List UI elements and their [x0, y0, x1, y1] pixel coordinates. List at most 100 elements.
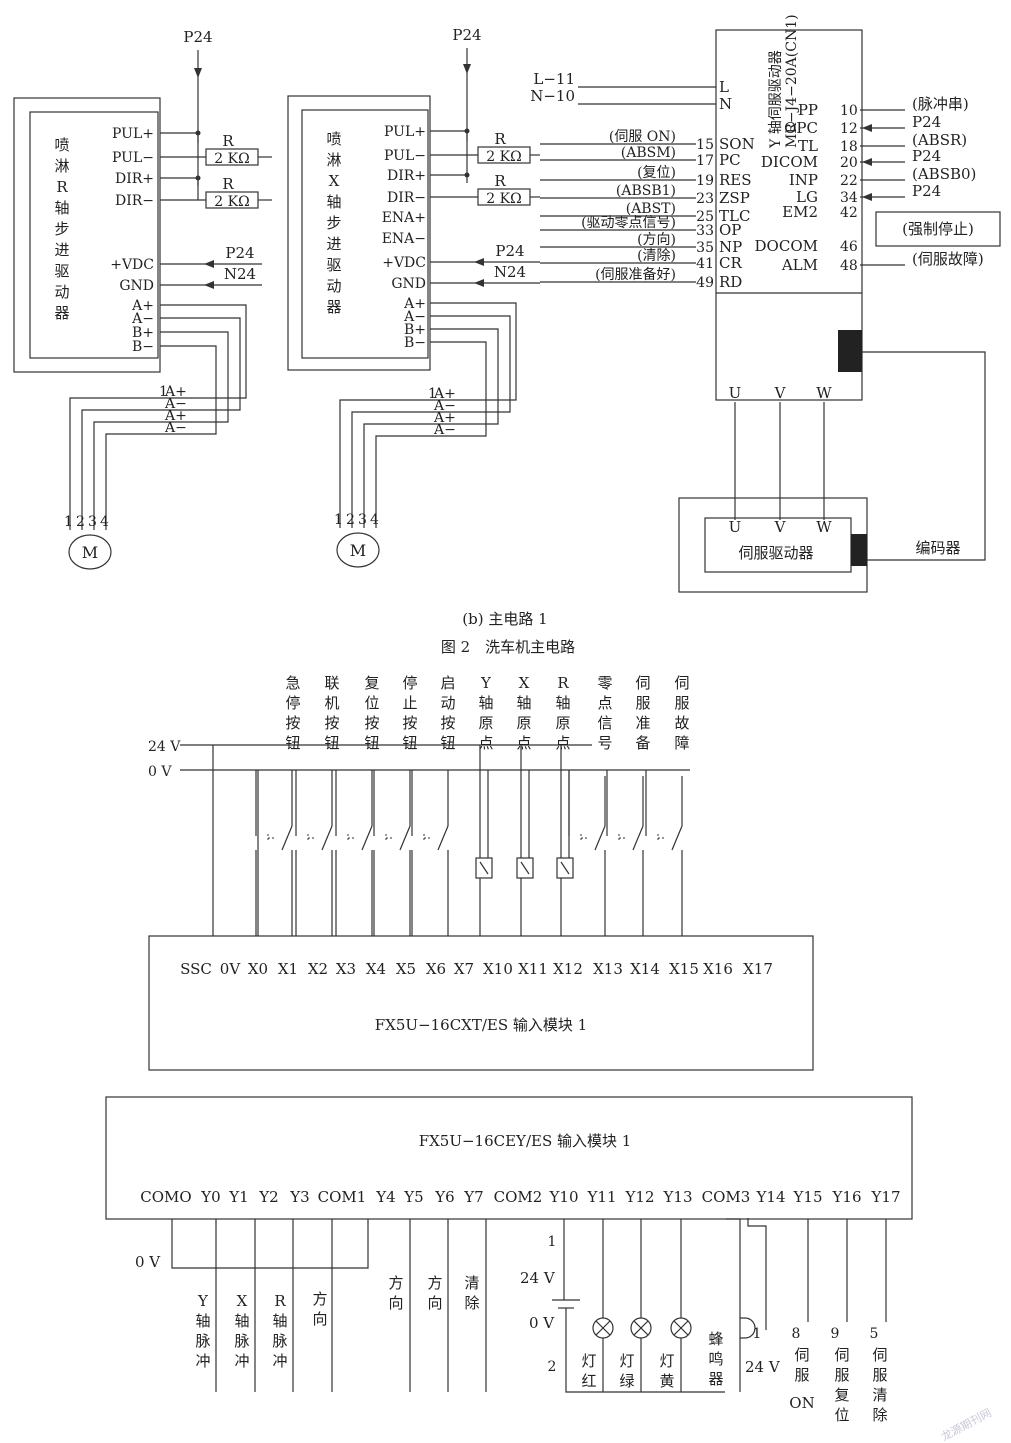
supply-24v: 24 V [520, 1269, 556, 1287]
svg-text:按: 按 [402, 714, 417, 732]
input-terminal: X2 [308, 960, 328, 978]
power-net: N−10 [530, 87, 575, 105]
coil-label: A− [433, 398, 456, 414]
svg-text:轴: 轴 [195, 1312, 210, 1330]
coil-label: A+ [433, 386, 456, 402]
servo-signal: (伺服 ON) [609, 129, 676, 145]
svg-text:伺: 伺 [794, 1346, 809, 1364]
motor-pin: 3 [358, 512, 367, 528]
input-terminal: SSC [180, 960, 212, 978]
svg-text:方: 方 [388, 1274, 403, 1292]
svg-text:向: 向 [312, 1310, 327, 1328]
output-label: 方向 [312, 1290, 327, 1328]
proximity-sensor [556, 857, 574, 879]
input-terminal: X7 [454, 960, 474, 978]
buzzer-label: 蜂鸣器 [708, 1330, 723, 1388]
servo-pin: ALM [781, 256, 818, 274]
motor-symbol: M [350, 541, 366, 560]
servo-signal: P24 [912, 147, 941, 165]
servo-signal: (清除) [637, 248, 676, 264]
svg-text:按: 按 [285, 714, 300, 732]
svg-text:Y: Y [197, 1292, 209, 1310]
output-terminal: Y4 [375, 1188, 395, 1206]
resistor-value: 2 KΩ [214, 194, 249, 210]
servo-output-label: 伺服 [794, 1346, 809, 1384]
resistor [205, 191, 259, 209]
svg-text:淋: 淋 [54, 157, 69, 175]
lamp-label: 灯红 [581, 1352, 596, 1390]
svg-text:向: 向 [388, 1294, 403, 1312]
servo-signal: (ABSR) [912, 131, 967, 149]
input-0v-label: 0 V [148, 764, 172, 780]
output-module-name: FX5U−16CEY/ES 输入模块 1 [419, 1132, 632, 1150]
svg-text:X: X [519, 674, 530, 692]
supply-node: 2 [548, 1359, 557, 1375]
servo-title: Y 轴伺服驱动器 [768, 50, 784, 149]
svg-text:脉: 脉 [195, 1332, 210, 1350]
svg-text:轴: 轴 [478, 694, 493, 712]
svg-text:脉: 脉 [272, 1332, 287, 1350]
servo-motor-label: 伺服驱动器 [738, 544, 813, 562]
input-terminal: X0 [248, 960, 268, 978]
svg-text:点: 点 [597, 694, 612, 712]
svg-text:喷: 喷 [326, 130, 341, 148]
servo-pin-num: 48 [840, 258, 858, 274]
motor-phase: U [729, 518, 742, 536]
output-terminal: Y10 [549, 1188, 579, 1206]
device-label: 伺服准备 [635, 674, 650, 752]
input-terminal: X1 [278, 960, 298, 978]
svg-text:蜂: 蜂 [708, 1330, 723, 1348]
svg-text:器: 器 [54, 304, 69, 322]
svg-text:冲: 冲 [234, 1352, 249, 1370]
servo-signal: (ABSB1) [616, 183, 676, 199]
svg-text:X: X [237, 1292, 248, 1310]
motor-pin: 3 [88, 514, 97, 530]
output-terminal: Y15 [793, 1188, 823, 1206]
svg-text:喷: 喷 [54, 136, 69, 154]
resistor-value: 2 KΩ [486, 191, 521, 207]
output-terminal: COMO [140, 1188, 191, 1206]
svg-text:急: 急 [285, 674, 300, 692]
supply-label: N24 [494, 263, 526, 281]
svg-text:步: 步 [326, 214, 341, 232]
supply-label: P24 [495, 242, 524, 260]
svg-text:钮: 钮 [364, 734, 379, 752]
svg-text:轴: 轴 [234, 1312, 249, 1330]
driver-pin: ENA− [382, 231, 426, 247]
input-terminal: X14 [630, 960, 660, 978]
input-terminal: 0V [220, 960, 242, 978]
servo-out-num: 9 [831, 1326, 840, 1342]
driver-pin: B− [132, 339, 154, 355]
forced-stop-label: (强制停止) [902, 220, 974, 238]
svg-text:点: 点 [516, 734, 531, 752]
figure-caption: 图 2 洗车机主电路 [441, 638, 575, 656]
servo-pin-num: 10 [840, 103, 858, 119]
svg-text:红: 红 [581, 1372, 596, 1390]
servo-pin: EM2 [782, 203, 818, 221]
servo-signal: (驱动零点信号) [581, 215, 676, 231]
driver-pin: PUL− [384, 148, 426, 164]
driver-pin: B− [404, 335, 426, 351]
resistor-value: 2 KΩ [486, 149, 521, 165]
svg-text:轴: 轴 [516, 694, 531, 712]
x-axis-driver: P24 PUL+PUL−DIR+DIR−ENA+ENA−+VDCGNDA+A−B… [287, 26, 540, 568]
stepper-motor [336, 532, 380, 568]
coil-number: 1 [428, 386, 437, 402]
servo-pin: TL [798, 137, 818, 155]
output-terminal: Y12 [625, 1188, 655, 1206]
servo-pin-num: 18 [840, 139, 858, 155]
output-label: 方向 [388, 1274, 403, 1312]
driver-pin: GND [391, 276, 426, 292]
driver-pin: GND [119, 278, 154, 294]
servo-pin: CR [719, 254, 742, 272]
coil-label: A− [164, 420, 187, 436]
servo-out-num: 8 [792, 1326, 801, 1342]
